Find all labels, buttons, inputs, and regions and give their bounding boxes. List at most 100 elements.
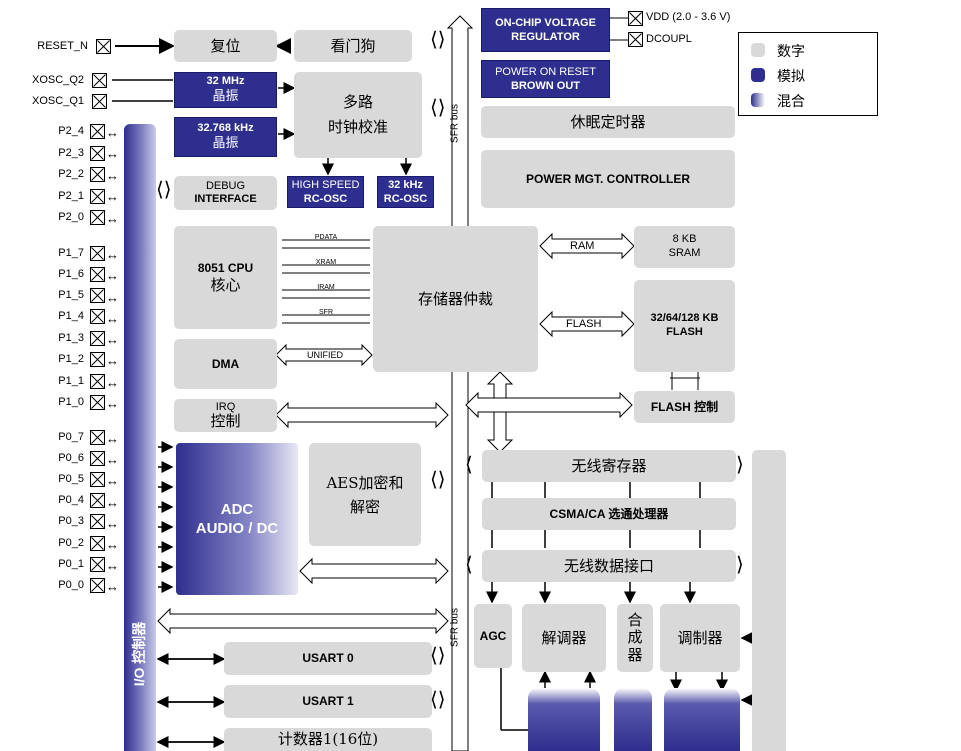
cpu-core-block: 8051 CPU 核心 <box>174 226 277 329</box>
io-controller: I/O 控制器 <box>124 124 156 751</box>
pin-reset-n <box>96 39 111 54</box>
aes-line1: AES加密和 <box>326 473 404 492</box>
pin-label: P0_4 <box>58 494 84 506</box>
pin-label: P1_4 <box>58 310 84 322</box>
pin-label: P1_7 <box>58 247 84 259</box>
pin-vdd <box>628 11 643 26</box>
sfr-bus-stub: ⟨⟩ <box>430 29 446 51</box>
radio-control-bar <box>752 450 786 751</box>
sfr-bus-stub: ⟨⟩ <box>430 645 446 667</box>
sfr-bus-stub: ⟨⟩ <box>430 469 446 491</box>
sfr-bus-stub: ⟨⟩ <box>430 97 446 119</box>
usart0-block: USART 0 <box>224 642 432 675</box>
hs-rcosc-line2: RC-OSC <box>303 193 348 205</box>
agc-block: AGC <box>474 604 512 668</box>
bus-iram-label: IRAM <box>317 284 335 291</box>
dma-block: DMA <box>174 339 277 389</box>
pin <box>90 472 105 487</box>
pin-xosc-q1 <box>92 94 107 109</box>
pin-arrows-p1: ↔↔↔↔↔↔↔↔ <box>106 247 119 412</box>
khz32-rcosc-line1: 32 kHz <box>388 178 423 191</box>
pin <box>90 557 105 572</box>
pin <box>90 536 105 551</box>
irq-control-block: IRQ 控制 <box>174 399 277 432</box>
adc-line2: AUDIO / DC <box>195 520 279 537</box>
pin-vdd-label: VDD (2.0 - 3.6 V) <box>646 11 731 23</box>
pin-label: P2_4 <box>58 125 84 137</box>
aes-line2: 解密 <box>349 497 380 516</box>
synthesizer-block: 合 成 器 <box>617 604 653 672</box>
pin-label: P2_0 <box>58 211 84 223</box>
sfr-bus-label-top: SFR bus <box>449 104 461 143</box>
usart1-block: USART 1 <box>224 685 432 718</box>
radio-data-interface-block: 无线数据接口 <box>482 550 736 582</box>
pin-label: P0_0 <box>58 579 84 591</box>
radio-registers-block: 无线寄存器 <box>482 450 736 482</box>
radio-bus-stub: ⟨ <box>465 554 473 576</box>
pin <box>90 331 105 346</box>
pin <box>90 395 105 410</box>
reset-block: 复位 <box>174 30 277 62</box>
legend-mixed-label: 混合 <box>777 94 805 110</box>
sram-line1: 8 KB <box>672 233 697 246</box>
pin-label: P1_3 <box>58 332 84 344</box>
pin <box>90 578 105 593</box>
osc-32mhz-line1: 32 MHz <box>206 75 245 88</box>
legend: 数字 模拟 混合 <box>738 32 878 116</box>
legend-analog-swatch <box>751 68 765 82</box>
synth-line1: 合 <box>627 611 643 630</box>
debug-line1: DEBUG <box>205 179 246 192</box>
pin <box>90 514 105 529</box>
pin-dcoupl-label: DCOUPL <box>646 33 692 45</box>
radio-bus-stub: ⟩ <box>736 454 744 476</box>
osc-32khz-line2: 晶振 <box>212 135 239 151</box>
adc-block: ADC AUDIO / DC <box>176 443 298 595</box>
modulator-block: 调制器 <box>660 604 740 672</box>
pin <box>90 189 105 204</box>
khz32-rcosc-line2: RC-OSC <box>383 193 428 205</box>
pin-xosc-q1-label: XOSC_Q1 <box>32 95 84 107</box>
clock-mux-block: 多路 时钟校准 <box>294 72 422 158</box>
pin-label: P0_5 <box>58 473 84 485</box>
sfr-bus-stub: ⟨⟩ <box>430 689 446 711</box>
io-controller-label: I/O 控制器 <box>131 621 147 687</box>
pin-label: P2_3 <box>58 147 84 159</box>
pin <box>90 146 105 161</box>
irq-line1: IRQ <box>215 401 236 414</box>
clock-mux-line2: 时钟校准 <box>327 118 388 136</box>
debug-line2: INTERFACE <box>194 193 257 205</box>
csma-ca-strobe-block: CSMA/CA 选通处理器 <box>482 498 736 530</box>
ram-bus-label: RAM <box>570 240 595 252</box>
pin <box>90 309 105 324</box>
pin <box>90 246 105 261</box>
cpu-line1: 8051 CPU <box>197 260 254 275</box>
irq-line2: 控制 <box>210 412 241 431</box>
pin <box>90 451 105 466</box>
legend-analog-label: 模拟 <box>777 69 805 85</box>
synth-line3: 器 <box>627 645 643 664</box>
pin-label: P2_2 <box>58 168 84 180</box>
flash-bus-label: FLASH <box>566 318 602 330</box>
sram-block: 8 KB SRAM <box>634 226 735 268</box>
pin-label: P0_6 <box>58 452 84 464</box>
pin-label: P0_1 <box>58 558 84 570</box>
pin <box>90 124 105 139</box>
pin-label: P2_1 <box>58 190 84 202</box>
power-mgt-controller-block: POWER MGT. CONTROLLER <box>481 150 735 208</box>
clock-mux-line1: 多路 <box>342 92 373 111</box>
pin-label: P0_2 <box>58 537 84 549</box>
memory-arbiter-block: 存储器仲裁 <box>373 226 538 372</box>
analog-tx-block <box>664 688 740 751</box>
analog-rx-block <box>528 688 600 751</box>
pin-dcoupl <box>628 32 643 47</box>
aes-block: AES加密和 解密 <box>309 443 421 546</box>
synth-line2: 成 <box>627 628 643 647</box>
pin-xosc-q2-label: XOSC_Q2 <box>32 74 84 86</box>
sfr-bus-label-bottom: SFR bus <box>449 608 461 647</box>
legend-mixed-swatch <box>751 93 765 107</box>
